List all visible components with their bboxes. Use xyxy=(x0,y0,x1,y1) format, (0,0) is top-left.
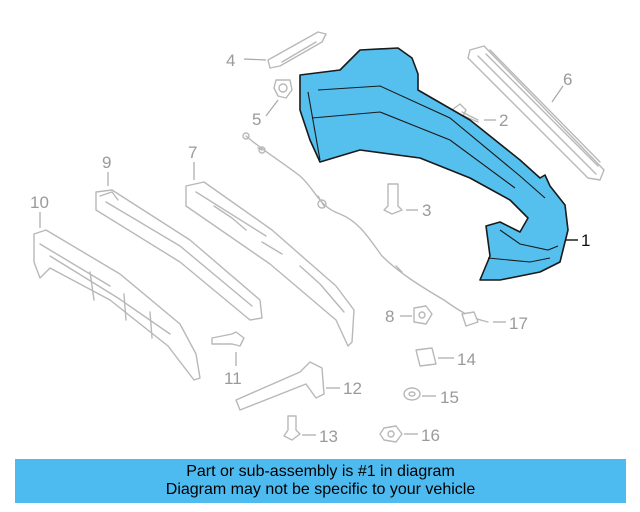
leader-6 xyxy=(551,85,564,103)
notice-line-1: Part or sub-assembly is #1 in diagram xyxy=(186,463,455,480)
part-6-step-pad xyxy=(467,45,605,181)
part-11-bolt xyxy=(211,331,245,347)
callout-16: 16 xyxy=(421,426,440,445)
callout-6: 6 xyxy=(563,70,572,89)
callout-4: 4 xyxy=(226,51,235,70)
leader-5 xyxy=(265,99,279,117)
part-14-clip-nut xyxy=(415,347,437,367)
part-13-bolt xyxy=(283,415,301,441)
diagram-notice-banner: Part or sub-assembly is #1 in diagram Di… xyxy=(15,459,626,503)
part-3-bolt xyxy=(383,183,403,215)
callout-8: 8 xyxy=(385,307,394,326)
part-10-bracket-assembly xyxy=(33,229,201,381)
part-16-nut xyxy=(379,425,403,443)
callout-2: 2 xyxy=(499,111,508,130)
part-5-clip xyxy=(273,79,293,99)
part-9-absorber xyxy=(95,189,263,321)
callout-7: 7 xyxy=(188,143,197,162)
callout-3: 3 xyxy=(422,201,431,220)
callout-5: 5 xyxy=(252,110,261,129)
leader-4 xyxy=(243,58,267,61)
part-4-bracket xyxy=(267,31,327,69)
part-12-bracket xyxy=(235,361,325,411)
notice-line-2: Diagram may not be specific to your vehi… xyxy=(165,481,476,498)
callout-11: 11 xyxy=(224,369,242,388)
part-15-washer xyxy=(403,387,421,401)
callout-17: 17 xyxy=(509,314,528,333)
parts-diagram: 4 5 6 2 1 3 17 xyxy=(30,31,605,446)
part-7-reinforcement xyxy=(185,181,355,347)
part-1-bumper-cover xyxy=(299,47,569,281)
callout-12: 12 xyxy=(343,379,362,398)
callout-10: 10 xyxy=(30,193,49,212)
part-8-nut xyxy=(413,305,433,325)
part-17-sensor-harness xyxy=(242,132,489,327)
callout-1: 1 xyxy=(581,231,590,250)
callout-13: 13 xyxy=(319,427,338,446)
callout-14: 14 xyxy=(457,350,476,369)
callout-15: 15 xyxy=(440,388,459,407)
callout-9: 9 xyxy=(102,153,111,172)
